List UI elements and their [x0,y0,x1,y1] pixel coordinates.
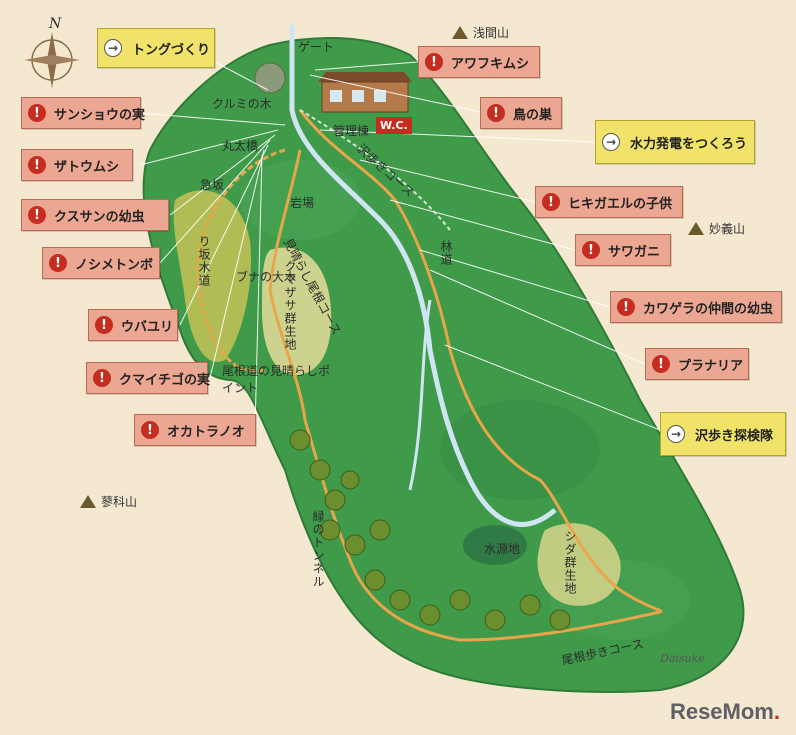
leader-lines [139,61,661,431]
callout-awafuki[interactable]: !アワフキムシ [418,46,540,78]
iwaba-label: 岩場 [290,196,315,210]
resemom-logo: ReseMom. [669,699,780,724]
rindo-label: 林道 [439,240,453,266]
wc-badge: W.C. [376,117,412,134]
gate-label: ゲート [298,40,335,54]
one-trail [268,149,661,642]
callout-hikigaeru[interactable]: !ヒキガエルの子供 [535,186,683,218]
warning-icon: ! [425,53,443,71]
sawa-trail [298,109,663,614]
maruta-bridge-label: 丸太橋 [222,139,259,153]
one-view-label: 尾根道の見晴らしポイント [222,364,331,395]
kyuhan-label: 急坂 [200,178,225,192]
left-trail-label: り坂木道 [197,235,211,287]
shida-area [537,523,621,606]
warning-icon: ! [617,298,635,316]
warning-icon: ! [93,369,111,387]
midori-tunnel-label: 緑のトンネル [311,510,325,588]
management-building [318,72,412,113]
kumazasa-area [262,247,332,376]
stream [289,25,557,527]
callout-sawaaruki[interactable]: →沢歩き探検隊 [660,412,786,456]
mountain-tateshina: 蓼科山 [80,493,137,510]
warning-icon: ! [487,104,505,122]
callout-sansho[interactable]: !サンショウの実 [21,97,145,129]
stream-branch [408,299,432,491]
callout-tori[interactable]: !鳥の巣 [480,97,562,129]
callout-planaria[interactable]: !プラナリア [645,348,749,380]
callout-tong[interactable]: →トングづくり [97,28,215,68]
water-source-label: 水源地 [484,542,521,556]
compass-rose [24,32,80,88]
callout-sawagani[interactable]: !サワガニ [575,234,671,266]
warning-icon: ! [28,156,46,174]
buna-label: ブナの大木 [236,270,297,284]
kurumi-tree-label: クルミの木 [212,97,272,111]
warning-icon: ! [28,206,46,224]
callout-kumaichigo[interactable]: !クマイチゴの実 [86,362,210,394]
mountain-icon [452,26,468,39]
callout-okatora[interactable]: !オカトラノオ [134,414,256,446]
warning-icon: ! [95,316,113,334]
left-trail [196,148,286,373]
arrow-right-icon: → [602,133,620,151]
callout-zato[interactable]: !ザトウムシ [21,149,133,181]
warning-icon: ! [652,355,670,373]
callout-suiryoku[interactable]: →水力発電をつくろう [595,120,755,164]
shida-label: シダ群生地 [563,530,577,595]
warning-icon: ! [141,421,159,439]
arrow-right-icon: → [104,39,122,57]
callout-kususan[interactable]: !クスサンの幼虫 [21,199,169,231]
warning-icon: ! [49,254,67,272]
callout-noshime[interactable]: !ノシメトンボ [42,247,160,279]
arrow-right-icon: → [667,425,685,443]
kurumi-tree [254,62,286,94]
compass-north-label: N [49,16,62,32]
green-tunnel-trees [289,429,571,631]
warning-icon: ! [582,241,600,259]
artist-signature: Daisuke [660,652,705,665]
water-source-pond [463,525,527,565]
mountain-icon [688,222,704,235]
callout-ubayuri[interactable]: !ウバユリ [88,309,178,341]
kumazasa-label: クマザサ群生地 [283,260,297,351]
kanri-label: 管理棟 [333,124,370,138]
mountain-myoko: 妙義山 [688,220,745,237]
callout-kawagera[interactable]: !カワゲラの仲間の幼虫 [610,291,782,323]
mountain-asama: 浅間山 [452,24,509,41]
warning-icon: ! [542,193,560,211]
meadow-left [173,190,251,362]
warning-icon: ! [28,104,46,122]
mountain-icon [80,495,96,508]
